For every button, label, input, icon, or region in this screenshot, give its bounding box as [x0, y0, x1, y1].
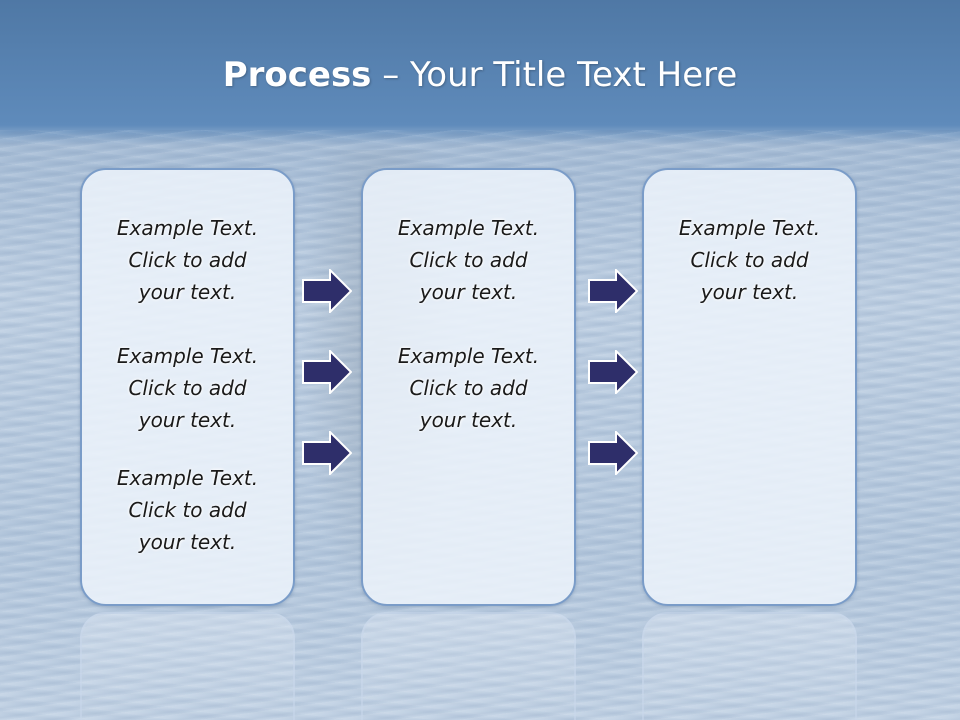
box-2-reflection [361, 612, 576, 720]
right-arrow-icon [588, 431, 638, 475]
process-box-2[interactable]: Example Text. Click to add your text. Ex… [361, 168, 576, 606]
right-arrow-icon [302, 350, 352, 394]
right-arrow-icon [588, 269, 638, 313]
right-arrow-icon [588, 350, 638, 394]
box-1-text-1[interactable]: Example Text. Click to add your text. [116, 216, 259, 304]
box-2-text-2[interactable]: Example Text. Click to add your text. [397, 344, 540, 432]
box-3-text-1[interactable]: Example Text. Click to add your text. [678, 216, 821, 304]
title-bold: Process [222, 55, 372, 95]
box-2-text-1[interactable]: Example Text. Click to add your text. [397, 216, 540, 304]
box-1-text-3[interactable]: Example Text. Click to add your text. [116, 466, 259, 554]
title-rest: – Your Title Text Here [371, 55, 738, 95]
slide-title[interactable]: Process – Your Title Text Here [0, 52, 960, 98]
right-arrow-icon [302, 431, 352, 475]
right-arrow-icon [302, 269, 352, 313]
box-3-reflection [642, 612, 857, 720]
box-1-text-2[interactable]: Example Text. Click to add your text. [116, 344, 259, 432]
process-box-1[interactable]: Example Text. Click to add your text. Ex… [80, 168, 295, 606]
process-box-3[interactable]: Example Text. Click to add your text. [642, 168, 857, 606]
box-1-reflection [80, 612, 295, 720]
